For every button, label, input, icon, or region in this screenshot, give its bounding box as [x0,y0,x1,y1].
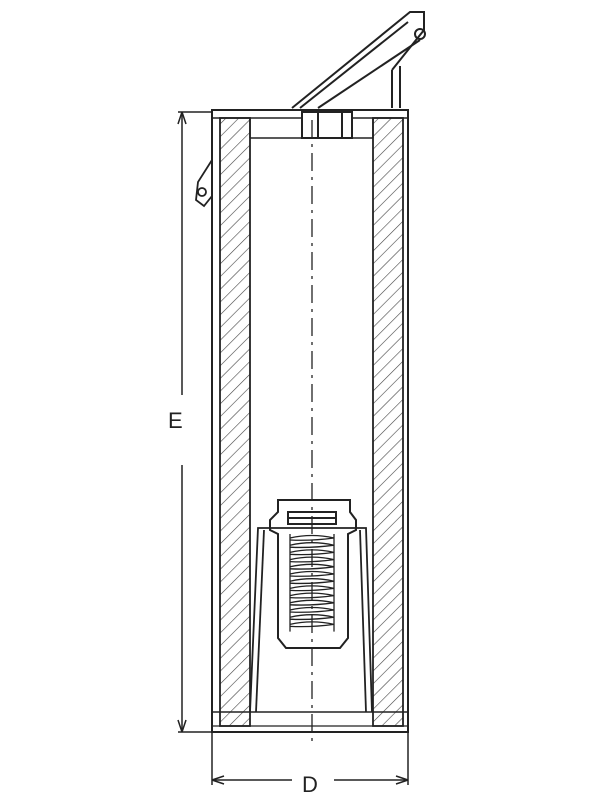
bottom-flange [211,711,409,733]
spring-housing [269,499,357,649]
spring-coil [289,599,335,606]
right-wall-section [372,117,404,727]
handle-assembly [291,11,426,139]
side-latch [195,159,213,208]
spring-coil [289,578,335,585]
spring-coil [289,534,335,541]
left-wall-section [219,117,251,727]
spring-coil [289,542,335,549]
bottom-cone [249,527,373,713]
dimension-d [211,732,409,785]
spring-coils [289,534,335,632]
dimension-e-label: E [168,408,183,433]
dimension-e [177,111,212,733]
dimension-d-label: D [302,772,318,797]
